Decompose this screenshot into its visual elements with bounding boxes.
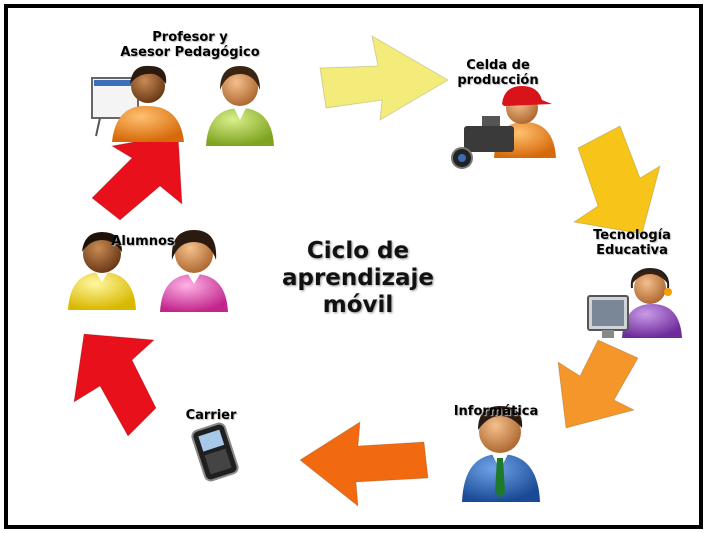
diagram-frame: Profesor y Asesor Pedagógico Celda de pr… (4, 4, 703, 529)
node-label-profesor: Profesor y Asesor Pedagógico (104, 30, 276, 60)
student-male-icon (68, 232, 136, 310)
node-label-carrier: Carrier (176, 408, 246, 423)
phone-icon (191, 422, 239, 482)
businessman-icon (462, 406, 540, 502)
node-label-tecnologia: Tecnología Educativa (580, 228, 684, 258)
node-label-alumnos: Alumnos (96, 234, 190, 249)
node-label-line: producción (457, 73, 539, 88)
node-label-informatica: Informática (440, 404, 552, 419)
arrow-celda-to-tecnologia (572, 125, 661, 235)
node-label-line: Tecnología (593, 228, 671, 243)
arrow-informatica-to-carrier (299, 421, 429, 508)
node-label-line: Carrier (185, 408, 237, 423)
arrow-shape (73, 333, 157, 437)
node-label-line: Asesor Pedagógico (120, 45, 260, 60)
arrow-shape (557, 339, 639, 429)
node-label-celda: Celda de producción (448, 58, 548, 88)
diagram-stage: Profesor y Asesor Pedagógico Celda de pr… (8, 8, 699, 525)
arrow-carrier-to-alumnos (73, 333, 157, 437)
cameraman-icon (451, 86, 556, 169)
diagram-art (68, 35, 682, 508)
center-title-line: aprendizaje (281, 265, 435, 291)
node-label-line: Educativa (596, 243, 668, 258)
asesor-icon (206, 66, 274, 146)
center-title-line: móvil (322, 292, 394, 318)
arrow-profesor-to-celda (319, 35, 449, 121)
student-female-icon (160, 230, 228, 312)
center-title: Ciclo de aprendizaje móvil (263, 238, 453, 319)
support-person-icon (587, 268, 682, 338)
node-label-line: Alumnos (111, 234, 175, 249)
arrow-shape (299, 421, 429, 508)
arrow-alumnos-to-profesor (91, 133, 183, 221)
node-label-line: Informática (453, 404, 539, 419)
arrow-shape (91, 133, 183, 221)
center-title-line: Ciclo de (306, 238, 410, 264)
node-label-line: Celda de (466, 58, 530, 73)
arrow-shape (572, 125, 661, 235)
teacher-icon (91, 65, 184, 142)
arrow-tecnologia-to-informatica (557, 339, 639, 429)
node-label-line: Profesor y (152, 30, 228, 45)
arrow-shape (319, 35, 449, 121)
